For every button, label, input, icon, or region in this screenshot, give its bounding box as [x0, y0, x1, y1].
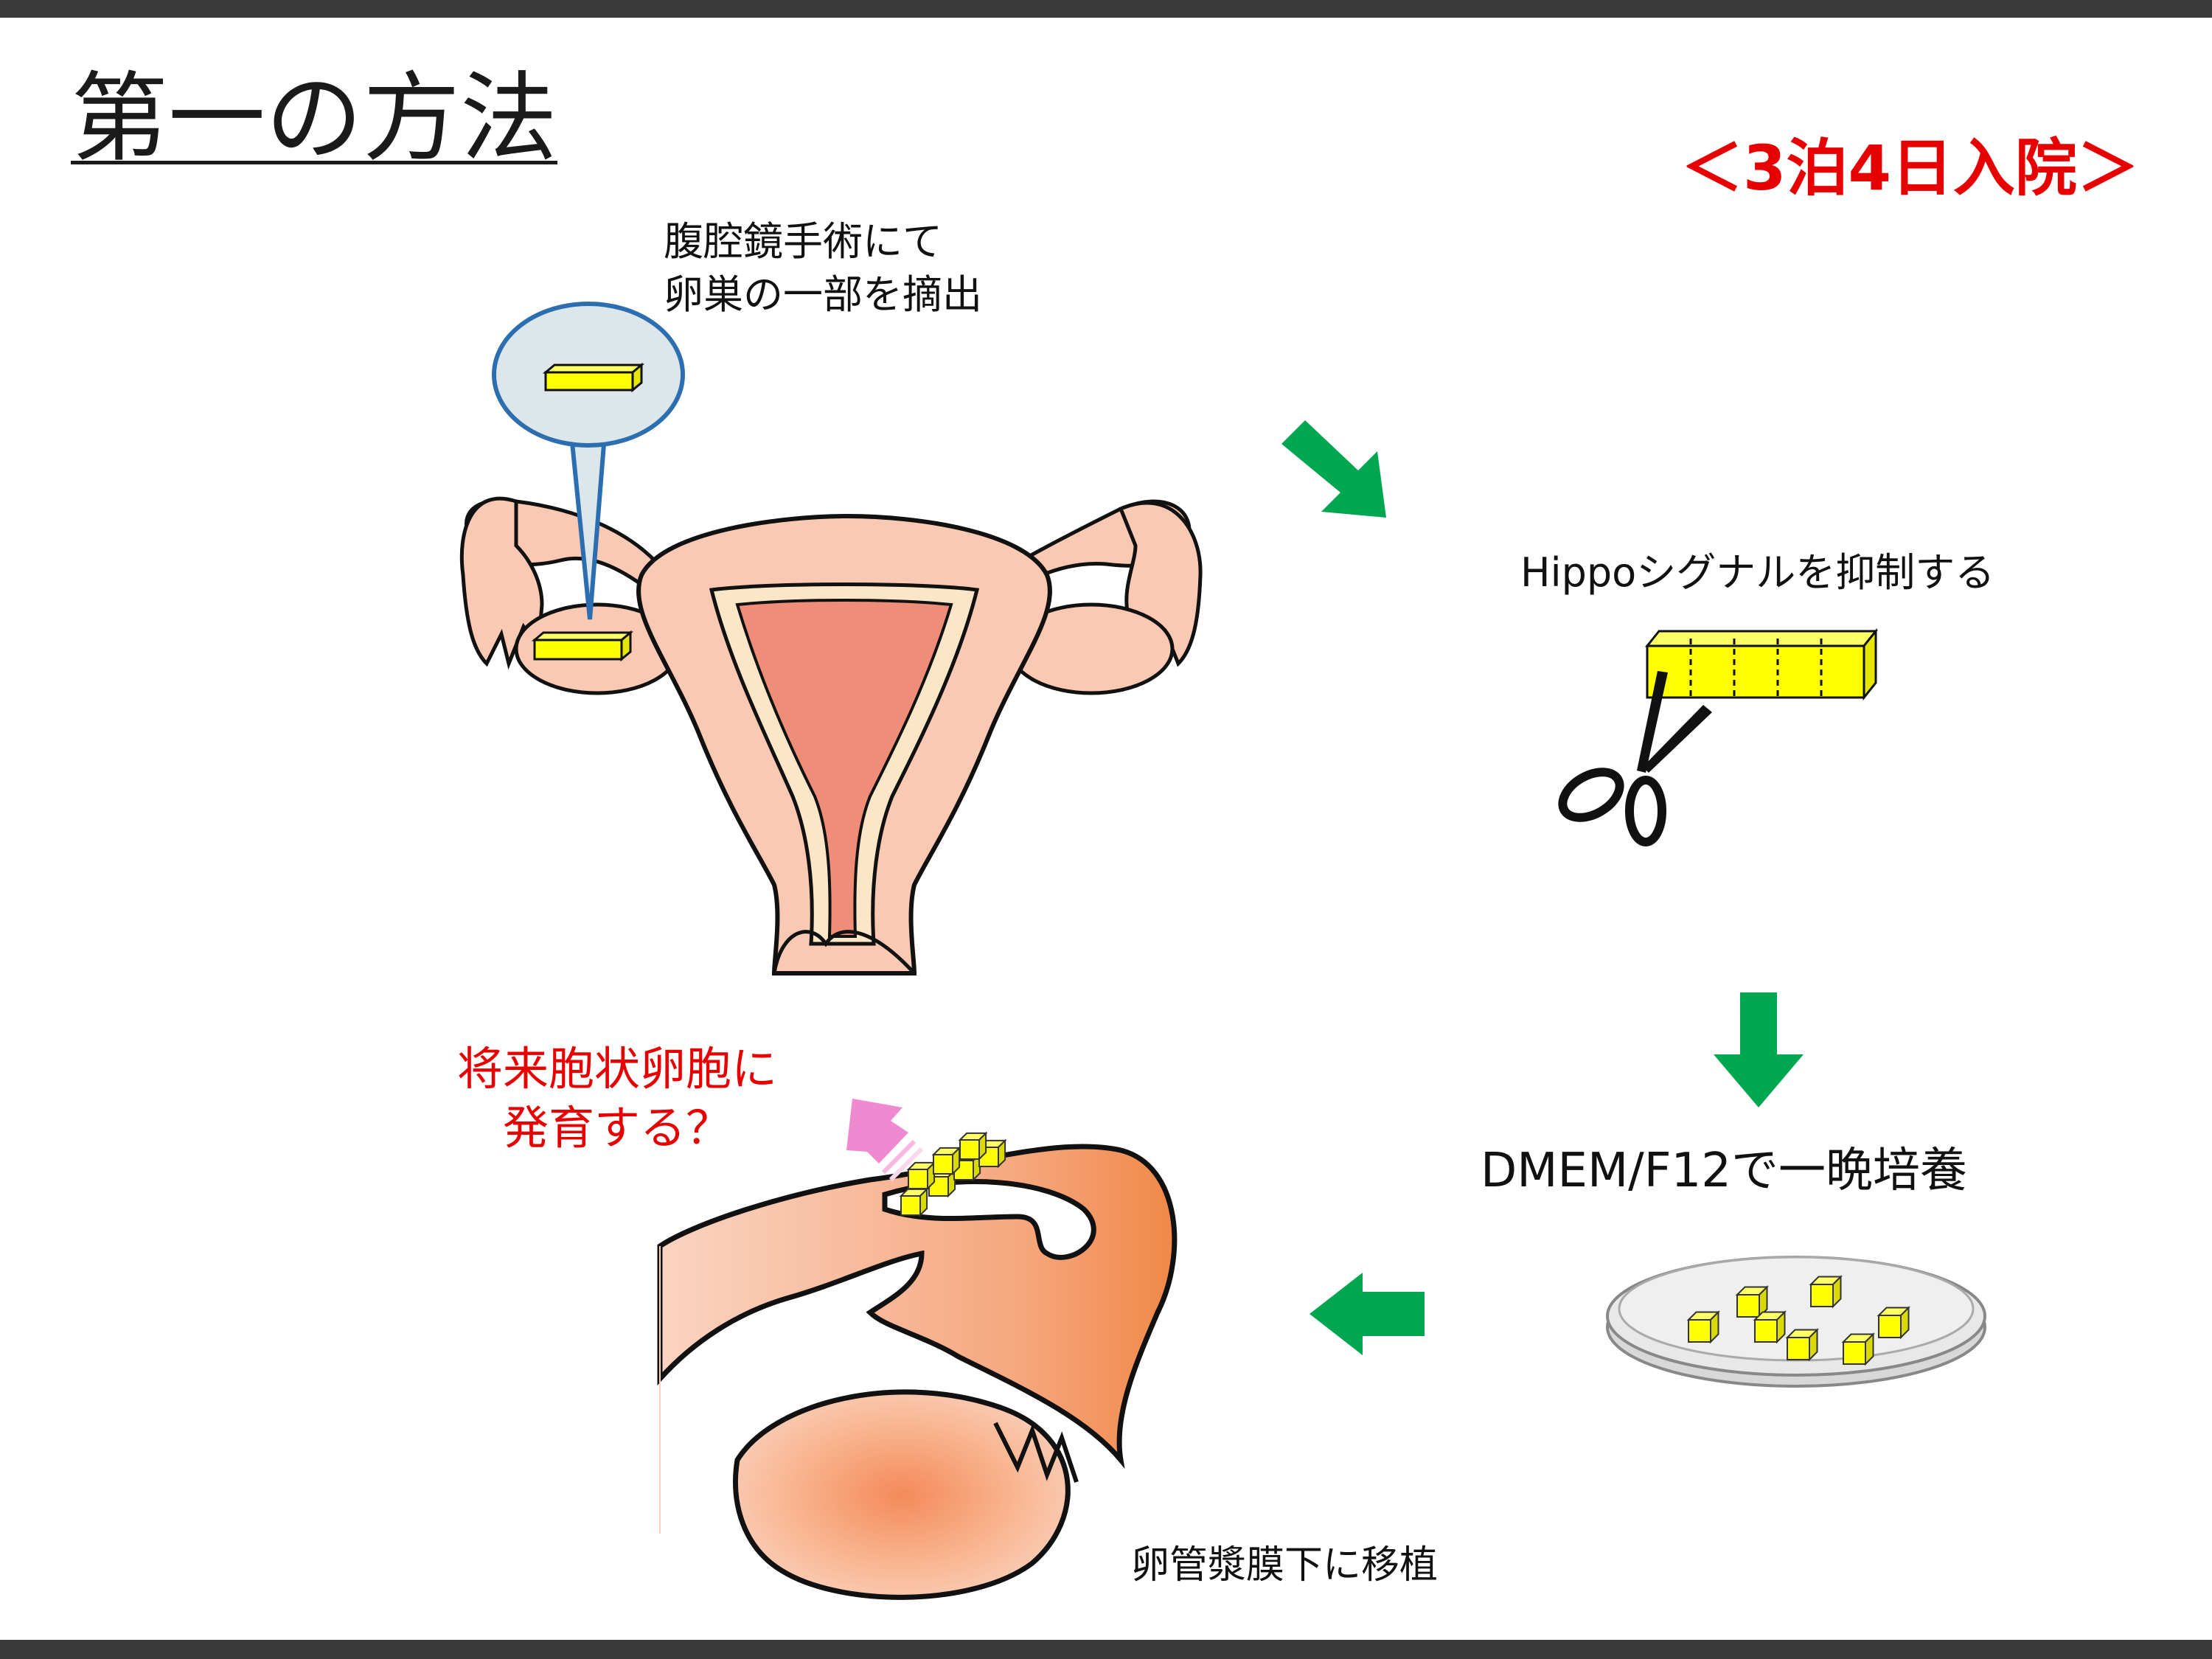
page-title: 第一の方法: [71, 62, 557, 175]
tissue-cube: [958, 1131, 988, 1161]
tissue-cube: [931, 1146, 961, 1176]
outcome-line1: 将来胞状卵胞に: [457, 1042, 778, 1096]
uterus-illustration: [459, 496, 1203, 975]
oviduct-illustration: [657, 1144, 1178, 1600]
tissue-cube: [1735, 1285, 1769, 1319]
arrow-step1-to-step2: [1281, 420, 1386, 518]
tissue-cube: [899, 1187, 929, 1217]
tissue-cube: [1785, 1328, 1819, 1362]
step4-transplant-text: 卵管漿膜下に移植: [1131, 1543, 1439, 1587]
arrow-step3-to-step4: [1310, 1273, 1425, 1355]
scissors-icon: [1558, 671, 1712, 846]
outcome-text: 将来胞状卵胞に 発育する？: [457, 1040, 777, 1158]
tissue-cube: [906, 1161, 936, 1191]
arrow-outcome: [846, 1099, 924, 1182]
step1-removal-text: 腹腔鏡手術にて 卵巣の一部を摘出: [664, 215, 982, 321]
step2-hippo-text: Hippoシグナルを抑制する: [1520, 549, 1995, 596]
tissue-cube: [1753, 1310, 1787, 1344]
petri-dish-icon: [1606, 1256, 1986, 1388]
tissue-cube: [1841, 1332, 1875, 1366]
tissue-cube: [1809, 1275, 1843, 1309]
bottom-border-bar: [0, 1640, 2212, 1659]
tissue-cube: [1877, 1306, 1910, 1340]
outcome-line2: 発育する？: [503, 1101, 732, 1155]
grafted-tissue-cubes: [899, 1131, 1007, 1217]
tissue-cube: [1686, 1310, 1720, 1344]
magnified-tissue-bubble: [492, 302, 685, 620]
step3-culture-text: DMEM/F12で一晩培養: [1481, 1144, 1967, 1198]
hospital-stay-label: ＜3泊4日入院＞: [1681, 132, 2139, 204]
step1-line1: 腹腔鏡手術にて: [664, 218, 942, 265]
step1-line2: 卵巣の一部を摘出: [664, 271, 982, 318]
top-border-bar: [0, 0, 2212, 18]
arrow-step2-to-step3: [1714, 992, 1804, 1107]
tissue-strip: [1644, 627, 1879, 701]
tissue-cubes-in-dish: [1686, 1275, 1910, 1366]
ovary-tissue-piece: [531, 630, 634, 662]
